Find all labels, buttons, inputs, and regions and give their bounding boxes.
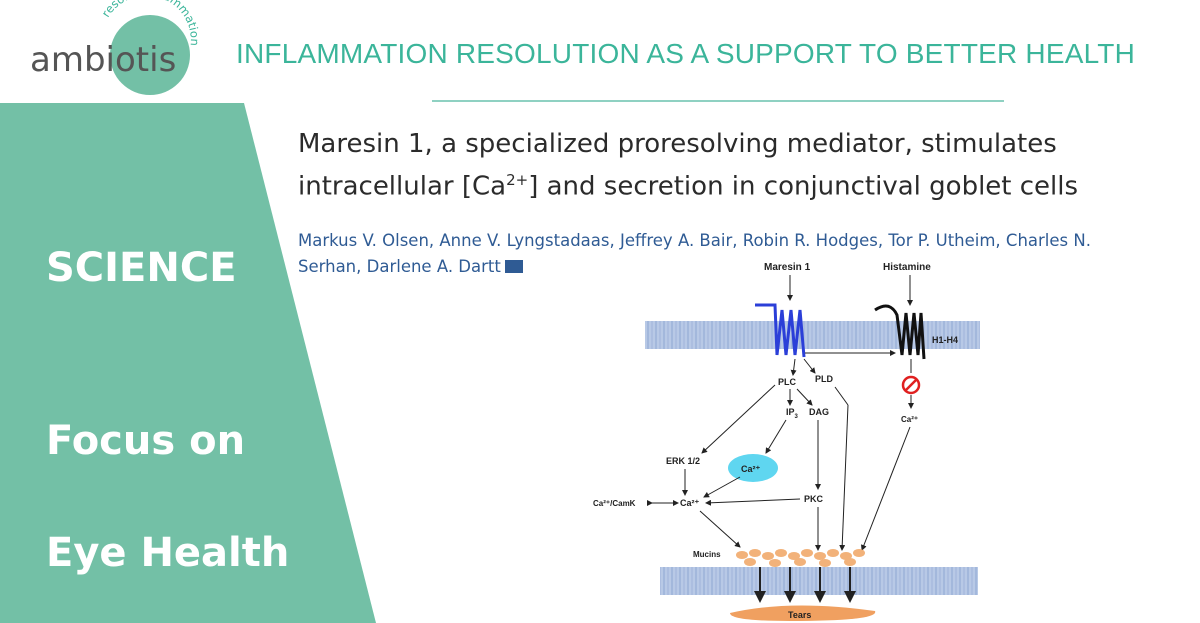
focus-topic-label: Eye Health: [46, 530, 290, 576]
label-camk: Ca²⁺/CamK: [593, 499, 636, 508]
label-ca-right: Ca²⁺: [901, 415, 918, 424]
label-pkc: PKC: [804, 494, 824, 504]
label-ca-store: Ca²⁺: [741, 464, 761, 474]
pathway-figure: Maresin 1 Histamine H1-H4 PLC PLD IP3 DA…: [593, 262, 980, 621]
paper-authors: Markus V. Olsen, Anne V. Lyngstadaas, Je…: [298, 228, 1188, 280]
ambiotis-logo: resolve inflammation ambiotis: [30, 0, 200, 95]
label-pld: PLD: [815, 374, 834, 384]
maresin-receptor: [755, 303, 806, 358]
label-dag: DAG: [809, 407, 829, 417]
focus-label: Focus on: [46, 418, 246, 464]
authors-line1: Markus V. Olsen, Anne V. Lyngstadaas, Je…: [298, 231, 1091, 250]
label-tears: Tears: [788, 610, 811, 620]
mucin-granules: [736, 549, 865, 567]
label-receptor: H1-H4: [932, 335, 958, 345]
paper-title: Maresin 1, a specialized proresolving me…: [298, 126, 1178, 205]
inhibition-icon: [901, 375, 921, 395]
tears-layer: [730, 605, 876, 621]
histamine-receptor: [874, 304, 926, 360]
label-ip3: IP3: [786, 407, 799, 420]
paper-title-line1: Maresin 1, a specialized proresolving me…: [298, 129, 1057, 159]
label-erk: ERK 1/2: [666, 456, 700, 466]
mail-icon[interactable]: [504, 260, 523, 273]
logo-wordmark: ambiotis: [30, 40, 176, 80]
label-mucins: Mucins: [693, 550, 721, 559]
section-label: SCIENCE: [46, 245, 237, 291]
divider: [432, 100, 1004, 102]
label-plc: PLC: [778, 377, 797, 387]
label-histamine: Histamine: [883, 262, 931, 273]
label-ca-center: Ca²⁺: [680, 498, 700, 508]
left-panel: [0, 103, 376, 623]
tagline: INFLAMMATION RESOLUTION AS A SUPPORT TO …: [236, 38, 1136, 69]
authors-line2: Serhan, Darlene A. Dartt: [298, 254, 1188, 280]
paper-title-line2: intracellular [Ca2+] and secretion in co…: [298, 171, 1079, 202]
ca-store: [728, 454, 778, 482]
top-membrane: [645, 321, 980, 349]
label-maresin: Maresin 1: [764, 262, 811, 273]
